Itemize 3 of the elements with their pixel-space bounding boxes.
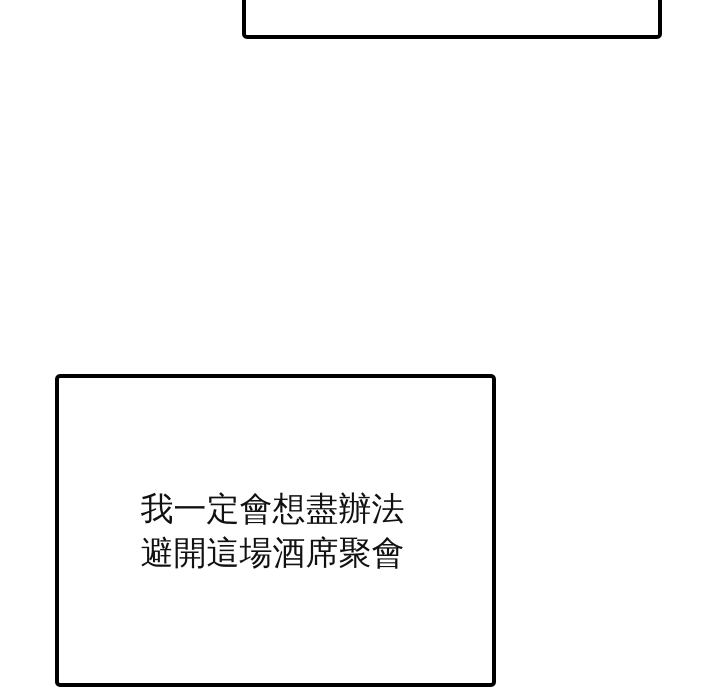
comic-panel [55,374,496,687]
narration-text: 我一定會想盡辦法避開這場酒席聚會 [140,488,406,574]
comic-panel [242,0,662,39]
